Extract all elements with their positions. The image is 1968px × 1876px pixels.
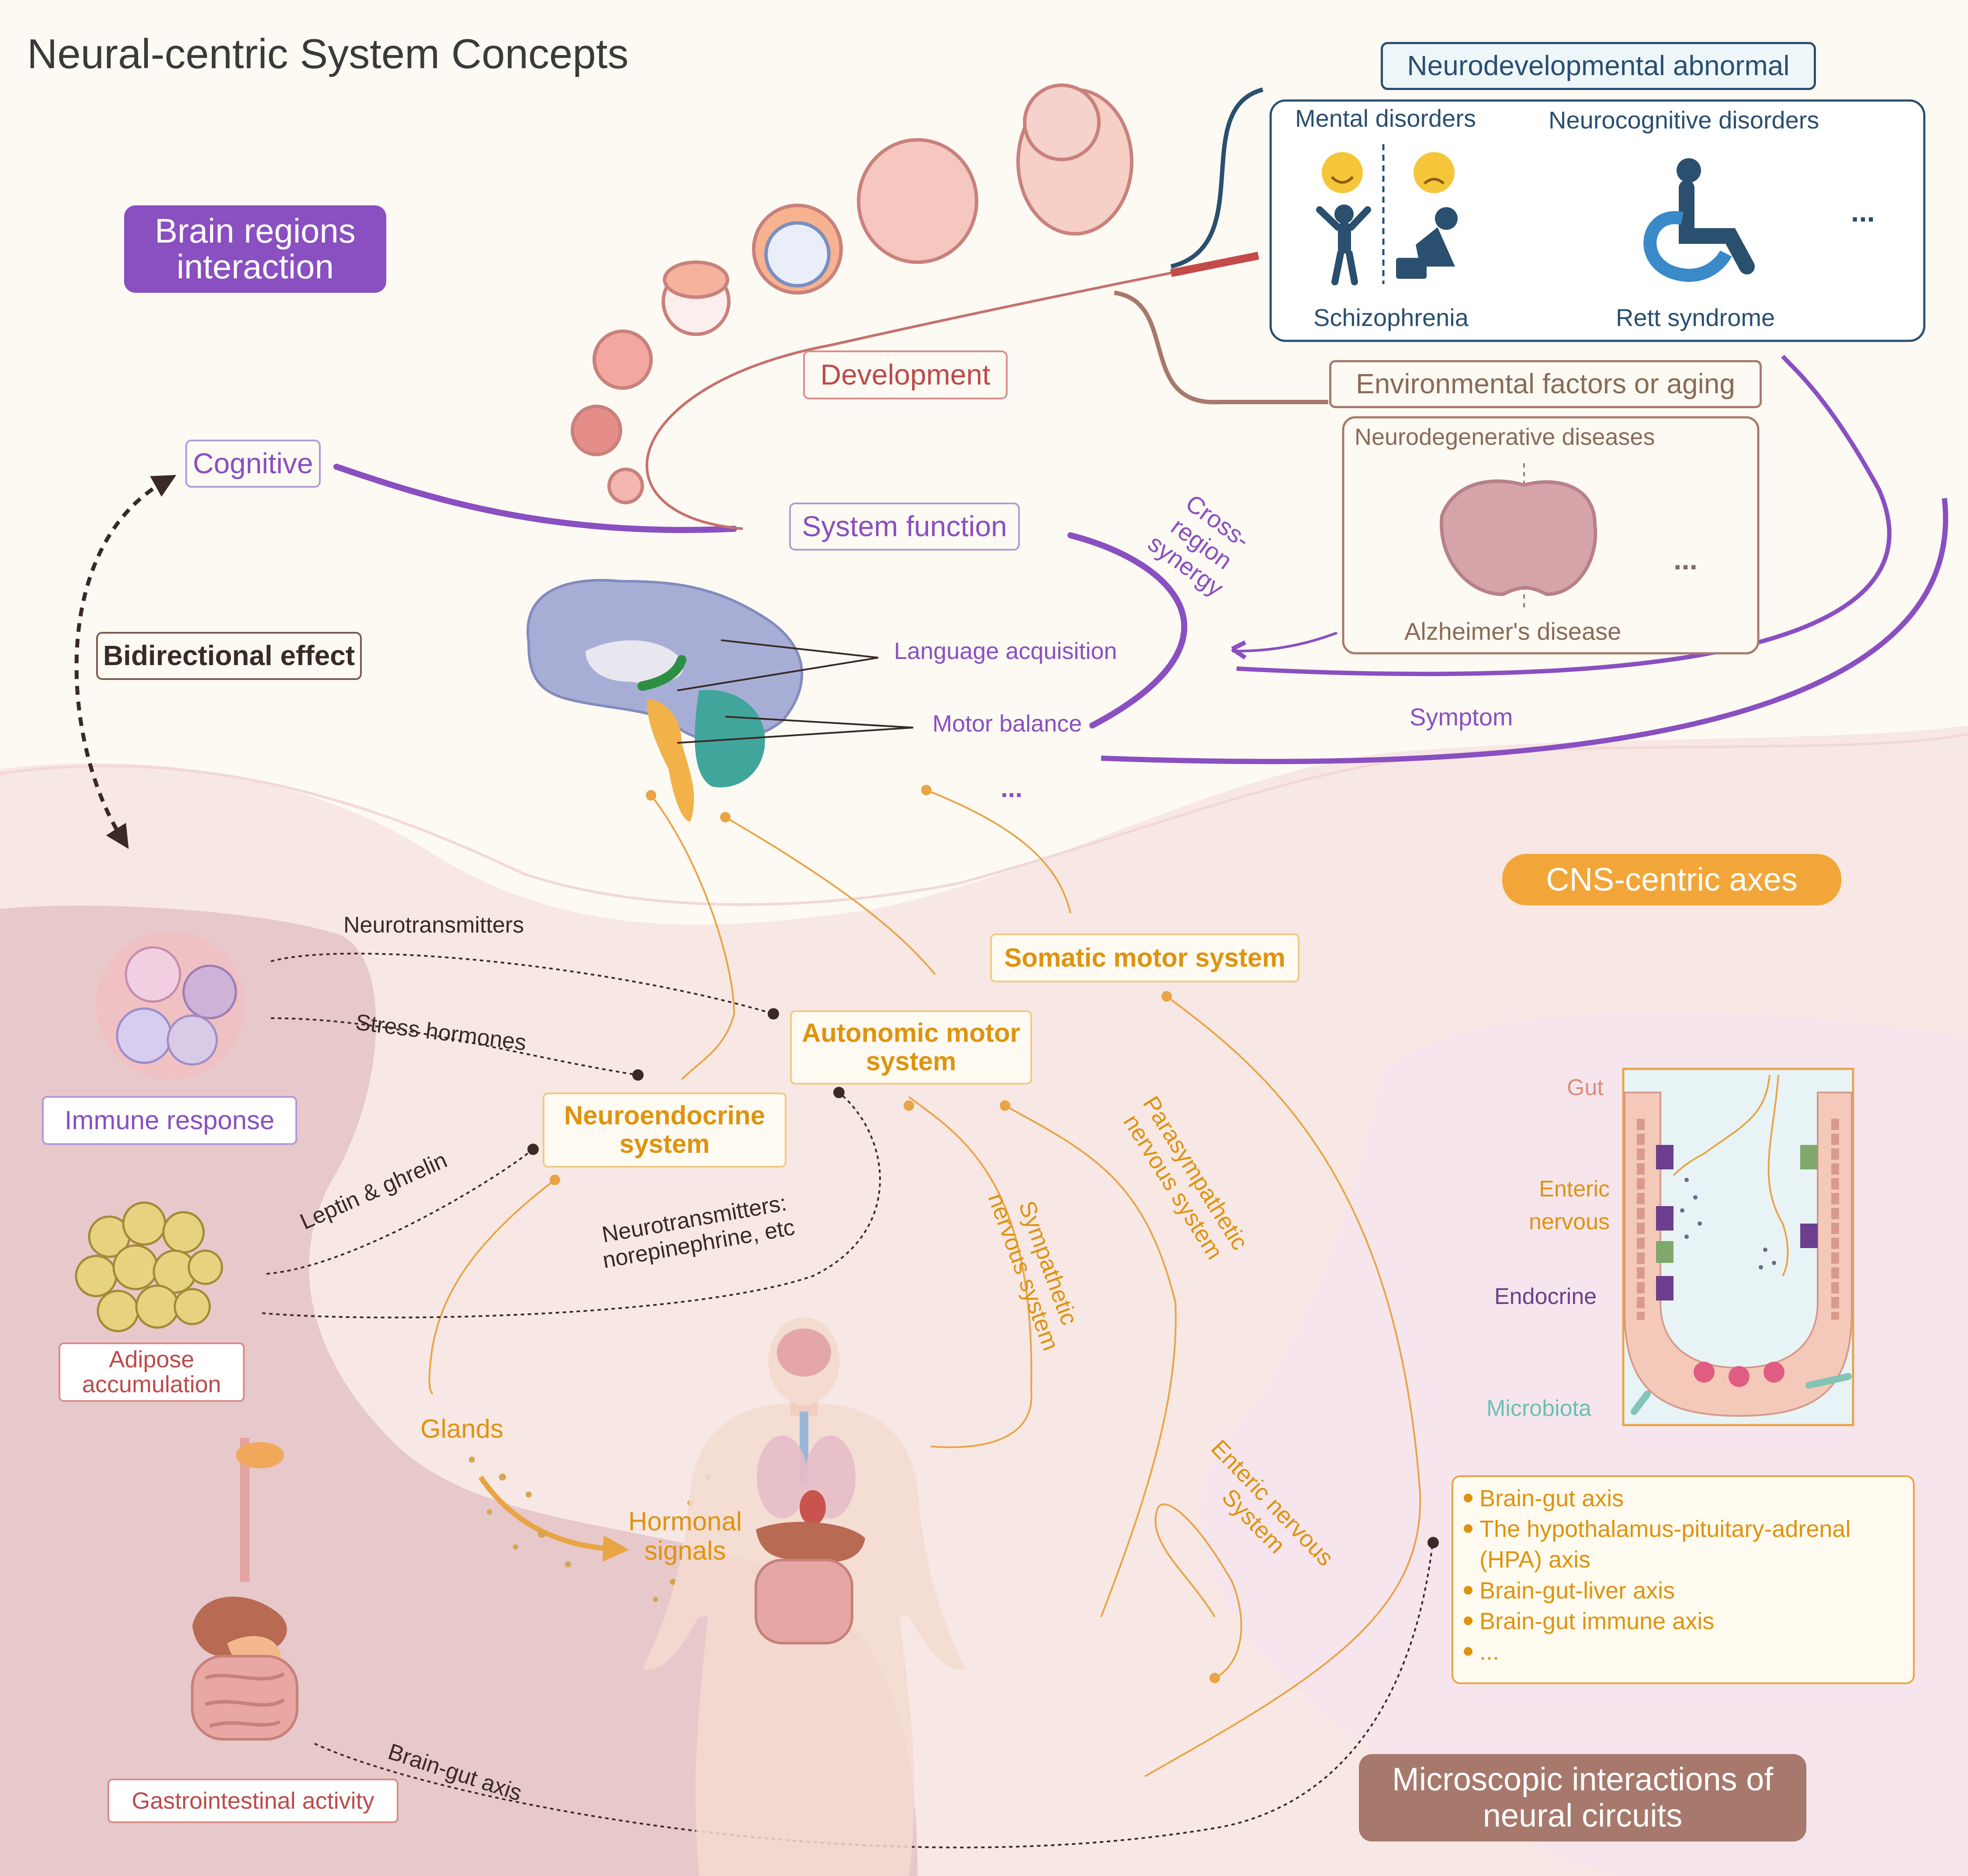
orange-dots <box>550 785 1220 1683</box>
autonomic-motor-label: Autonomic motor system <box>790 1010 1032 1085</box>
neuroendocrine-label: Neuroendocrine system <box>543 1092 787 1168</box>
development-curve <box>645 254 1259 530</box>
alzheimers-label: Alzheimer's disease <box>1404 617 1622 645</box>
microbiota-label: Microbiota <box>1486 1396 1591 1421</box>
bidirectional-effect-label: Bidirectional effect <box>96 632 362 680</box>
neurocog-line <box>1236 354 1892 676</box>
adipose-illustration <box>75 1201 223 1332</box>
motor-leader-1 <box>725 716 914 728</box>
axes-list-item: Brain-gut-liver axis <box>1461 1575 1907 1606</box>
neurodev-navy-line <box>1170 87 1264 269</box>
language-leader-2 <box>677 657 879 691</box>
disorders-ellipsis: ... <box>1851 195 1875 228</box>
cognitive-label: Cognitive <box>185 440 321 488</box>
page-title: Neural-centric System Concepts <box>27 31 629 77</box>
cross-region-line <box>1067 532 1188 728</box>
neurocognitive-label: Neurocognitive disorders <box>1549 106 1819 134</box>
neurodegenerative-label: Neurodegenerative diseases <box>1355 424 1655 450</box>
axes-list-item: ... <box>1461 1637 1907 1667</box>
gastrointestinal-activity-label: Gastrointestinal activity <box>107 1779 398 1823</box>
top-ellipsis: ... <box>1001 773 1023 803</box>
rett-syndrome-label: Rett syndrome <box>1616 304 1775 331</box>
environmental-factors-label: Environmental factors or aging <box>1329 360 1762 408</box>
neurodegen-ellipsis: ... <box>1673 543 1698 576</box>
embryo-sequence <box>571 83 1133 504</box>
neurotransmitters-label: Neurotransmitters <box>343 912 524 938</box>
cns-axes-badge: CNS-centric axes <box>1502 854 1841 905</box>
schizophrenia-label: Schizophrenia <box>1313 304 1469 331</box>
brain-illustration <box>527 579 804 822</box>
immune-response-label: Immune response <box>42 1096 297 1145</box>
endocrine-label: Endocrine <box>1494 1284 1597 1309</box>
motor-leader-2 <box>677 727 914 744</box>
symptom-label: Symptom <box>1410 703 1513 731</box>
dancing-person-icon <box>1316 205 1371 285</box>
signal-dots <box>527 1008 1439 1548</box>
language-acquisition-label: Language acquisition <box>894 638 1117 664</box>
hormonal-signals-label: Hormonal signals <box>628 1507 742 1566</box>
cognitive-line <box>333 464 737 533</box>
language-leader-1 <box>721 639 879 659</box>
gut-label: Gut <box>1567 1075 1604 1100</box>
immune-cells-illustration <box>96 931 245 1079</box>
symptom-line <box>1101 498 1948 764</box>
wheelchair-icon <box>1643 158 1755 282</box>
human-body-illustration <box>642 1318 966 1876</box>
upper-pink-edge <box>0 733 1968 906</box>
orange-pathways <box>428 789 1421 1777</box>
neurodev-red-line <box>1170 252 1259 277</box>
alzheimer-brain-icon <box>1440 479 1597 596</box>
axes-list-box <box>1452 1475 1915 1684</box>
happy-face-icon <box>1322 152 1363 193</box>
digestive-illustration <box>191 1438 298 1741</box>
system-function-label: System function <box>789 503 1020 551</box>
somatic-motor-label: Somatic motor system <box>990 933 1299 982</box>
sad-face-icon <box>1414 152 1455 193</box>
axes-list: Brain-gut axis The hypothalamus-pituitar… <box>1461 1483 1907 1667</box>
brain-regions-badge: Brain regions interaction <box>124 205 386 293</box>
development-label: Development <box>803 350 1008 399</box>
motor-balance-label: Motor balance <box>932 711 1082 737</box>
environmental-line <box>1114 291 1328 405</box>
gut-panel-illustration <box>1622 1068 1854 1426</box>
axes-list-item: Brain-gut immune axis <box>1461 1606 1907 1637</box>
adipose-accumulation-label: Adipose accumulation <box>59 1342 245 1402</box>
glands-label: Glands <box>420 1414 504 1443</box>
mental-disorders-label: Mental disorders <box>1295 104 1476 132</box>
enteric-nervous-label: Enteric nervous <box>1529 1176 1610 1235</box>
axes-list-item: The hypothalamus-pituitary-adrenal (HPA)… <box>1461 1514 1907 1575</box>
neurodegen-line <box>1232 631 1338 652</box>
axes-list-item: Brain-gut axis <box>1461 1483 1907 1514</box>
arrow-to-cross-region <box>1231 640 1247 660</box>
neurodevelopmental-badge: Neurodevelopmental abnormal <box>1381 42 1816 90</box>
sitting-person-icon <box>1396 207 1458 279</box>
signal-lines <box>262 953 1434 1848</box>
microscopic-interactions-badge: Microscopic interactions of neural circu… <box>1359 1754 1806 1841</box>
